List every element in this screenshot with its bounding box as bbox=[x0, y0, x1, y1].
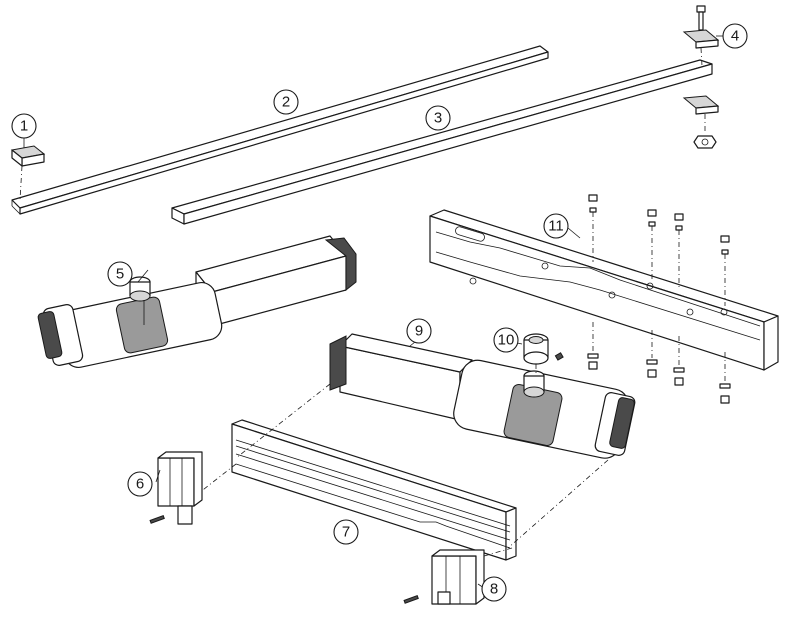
callout-8-label: 8 bbox=[490, 581, 498, 598]
callout-3-label: 3 bbox=[434, 110, 442, 127]
callout-2: 2 bbox=[273, 89, 299, 115]
part-1-pad bbox=[10, 145, 46, 201]
bracket-nuts-bottom bbox=[587, 322, 731, 404]
callout-8: 8 bbox=[481, 576, 507, 602]
callout-10-label: 10 bbox=[498, 332, 515, 349]
part-7-cover bbox=[231, 419, 517, 561]
part-4-fixing-kit bbox=[682, 5, 720, 149]
callout-5-label: 5 bbox=[116, 266, 124, 283]
callout-9: 9 bbox=[406, 318, 432, 344]
part-2-flat-bar bbox=[11, 45, 549, 215]
callout-7-label: 7 bbox=[342, 524, 350, 541]
callout-6-label: 6 bbox=[136, 476, 144, 493]
part-9-operator bbox=[329, 333, 636, 459]
part-5-operator bbox=[37, 235, 357, 368]
callout-4-label: 4 bbox=[731, 28, 739, 45]
part-6-end-cap bbox=[149, 451, 203, 525]
callout-11: 11 bbox=[543, 213, 569, 239]
callout-1-label: 1 bbox=[20, 118, 28, 135]
part-8-end-cap bbox=[403, 549, 485, 605]
callout-5: 5 bbox=[107, 261, 133, 287]
callout-9-label: 9 bbox=[415, 323, 423, 340]
callout-1: 1 bbox=[11, 113, 37, 139]
callout-2-label: 2 bbox=[282, 94, 290, 111]
callout-11-label: 11 bbox=[548, 218, 564, 235]
callout-10: 10 bbox=[493, 327, 519, 353]
bracket-bolts-top bbox=[588, 194, 730, 306]
callout-3: 3 bbox=[425, 105, 451, 131]
callout-6: 6 bbox=[127, 471, 153, 497]
part-11-mounting-bracket bbox=[429, 194, 779, 404]
callout-4: 4 bbox=[722, 23, 748, 49]
part-3-tube bbox=[171, 59, 713, 225]
callout-7: 7 bbox=[333, 519, 359, 545]
part-10-sleeve bbox=[523, 333, 564, 376]
